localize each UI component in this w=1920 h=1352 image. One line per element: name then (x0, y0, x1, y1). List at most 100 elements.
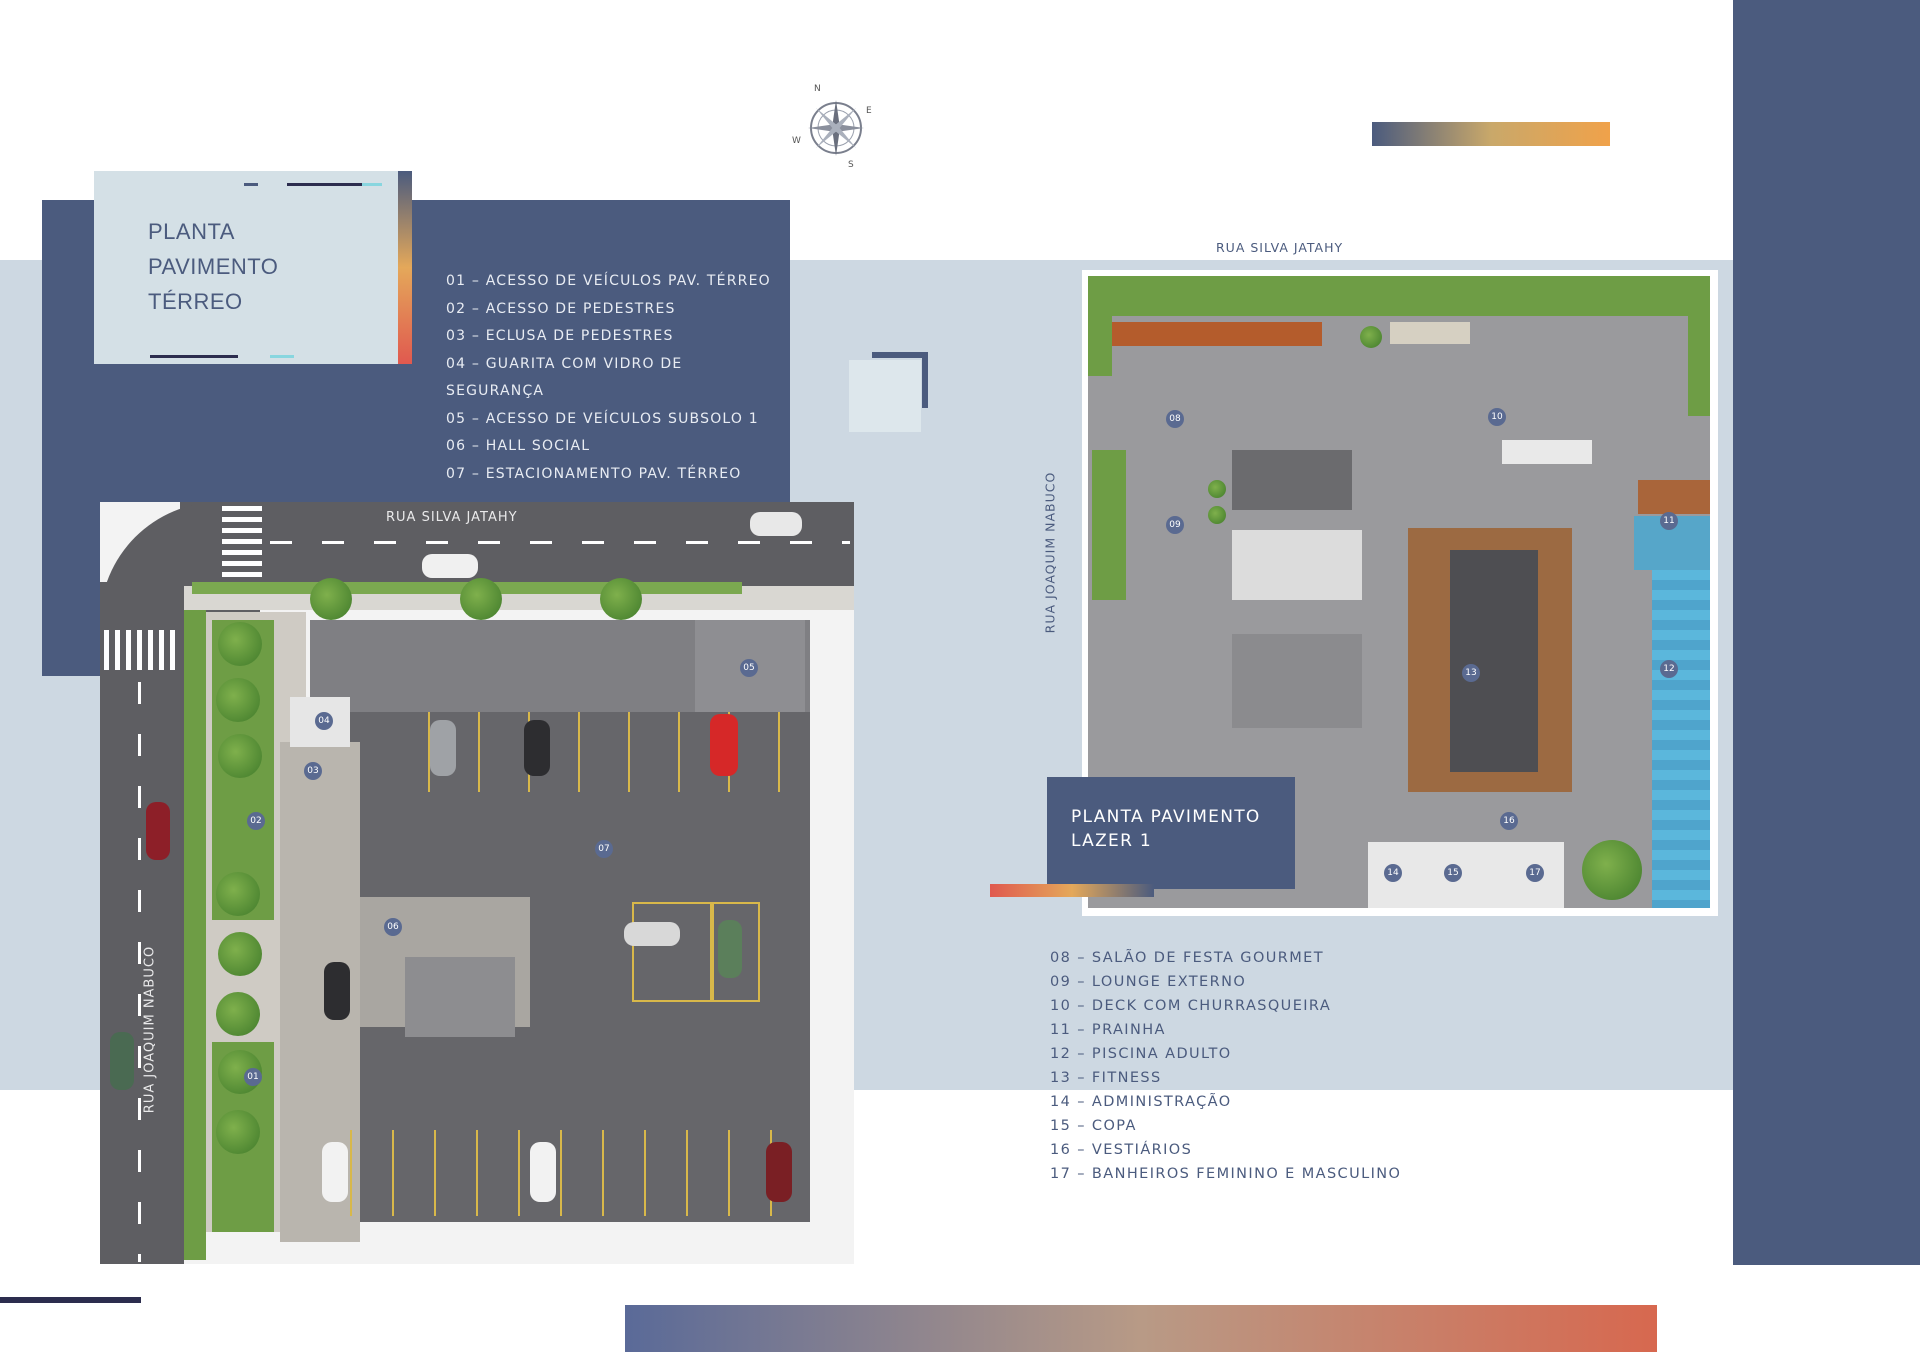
car-icon (524, 720, 550, 776)
area-badge: 09 (1166, 516, 1184, 534)
title-card-line (287, 183, 362, 186)
lazer-title: PLANTA PAVIMENTO LAZER 1 (1071, 807, 1261, 851)
deck-counter (1502, 440, 1592, 464)
area-badge: 16 (1500, 812, 1518, 830)
decorative-square (849, 360, 921, 432)
tree-icon (216, 992, 260, 1036)
legend-item: 12 – PISCINA ADULTO (1050, 1046, 1232, 1062)
elevator-lobby (1232, 530, 1362, 600)
crosswalk-left (104, 630, 180, 670)
car-icon (530, 1142, 556, 1202)
bottom-gradient-bar (625, 1305, 1657, 1352)
fitness-mat (1450, 550, 1538, 772)
tree-icon (216, 678, 260, 722)
parking-stall (712, 902, 760, 1002)
tree-icon (218, 734, 262, 778)
legend-item: 13 – FITNESS (1050, 1070, 1162, 1086)
area-badge: 05 (740, 659, 758, 677)
car-icon (766, 1142, 792, 1202)
pool-deck (1638, 480, 1710, 514)
tree-icon (216, 1110, 260, 1154)
title-card: PLANTA PAVIMENTO TÉRREO (94, 171, 412, 364)
legend-item: 15 – COPA (1050, 1118, 1137, 1134)
area-badge: 12 (1660, 660, 1678, 678)
title-card-line (270, 355, 294, 358)
tree-icon (216, 872, 260, 916)
legend-item: 02 – ACESSO DE PEDESTRES (446, 300, 676, 317)
plant-icon (1360, 326, 1382, 348)
car-icon (422, 554, 478, 578)
car-icon (624, 922, 680, 946)
compass-w: W (792, 136, 801, 146)
legend-item: 14 – ADMINISTRAÇÃO (1050, 1094, 1232, 1110)
car-icon (430, 720, 456, 776)
title-card-line (244, 183, 258, 186)
area-badge: 04 (315, 712, 333, 730)
area-badge: 13 (1462, 664, 1480, 682)
area-badge: 03 (304, 762, 322, 780)
car-icon (322, 1142, 348, 1202)
area-badge: 14 (1384, 864, 1402, 882)
title-card-gradient-stripe (398, 171, 412, 364)
legend-item: 01 – ACESSO DE VEÍCULOS PAV. TÉRREO (446, 273, 771, 289)
area-badge: 10 (1488, 408, 1506, 426)
terreo-street-top-label: RUA SILVA JATAHY (386, 510, 518, 525)
lazer-street-left-label: RUA JOAQUIM NABUCO (1042, 471, 1058, 634)
compass-rose: N E S W (788, 80, 884, 176)
car-icon (710, 714, 738, 776)
palm-tree-icon (460, 578, 502, 620)
pool-adulto (1652, 570, 1710, 908)
garden-strip-left (184, 610, 206, 1260)
garden-strip-left (1088, 276, 1112, 376)
legend-item: 16 – VESTIÁRIOS (1050, 1142, 1193, 1158)
legend-item: 08 – SALÃO DE FESTA GOURMET (1050, 950, 1324, 966)
terreo-floor-plan: RUA SILVA JATAHY RUA JOAQUIM NABUCO 01 0… (100, 502, 854, 1264)
legend-item: 09 – LOUNGE EXTERNO (1050, 974, 1247, 990)
area-badge: 01 (244, 1068, 262, 1086)
gourmet-counter (1112, 322, 1322, 346)
area-badge: 02 (247, 812, 265, 830)
bottom-left-accent-line (0, 1297, 141, 1303)
legend-item: 07 – ESTACIONAMENTO PAV. TÉRREO (446, 465, 742, 482)
parking-stall (632, 902, 712, 1002)
decorative-square-outline (872, 352, 928, 408)
car-icon (146, 802, 170, 860)
area-badge: 08 (1166, 410, 1184, 428)
title-card-line (362, 183, 382, 186)
garden-strip-right (1688, 276, 1710, 416)
legend-terreo: 01 – ACESSO DE VEÍCULOS PAV. TÉRREO 02 –… (446, 268, 786, 488)
top-gradient-bar (1372, 122, 1610, 146)
legend-item: 04 – GUARITA COM VIDRO DE SEGURANÇA (446, 355, 683, 400)
lane-dashes-top (270, 541, 850, 544)
crosswalk-top (222, 506, 262, 582)
car-icon (324, 962, 350, 1020)
palm-tree-icon (600, 578, 642, 620)
plant-icon (1208, 480, 1226, 498)
lazer-title-box: PLANTA PAVIMENTO LAZER 1 (1047, 777, 1295, 889)
tree-icon (218, 622, 262, 666)
car-icon (750, 512, 802, 536)
legend-item: 03 – ECLUSA DE PEDESTRES (446, 328, 674, 344)
legend-item: 10 – DECK COM CHURRASQUEIRA (1050, 998, 1332, 1014)
palm-tree-icon (310, 578, 352, 620)
legend-item: 06 – HALL SOCIAL (446, 438, 591, 454)
area-badge: 11 (1660, 512, 1678, 530)
legend-lazer: 08 – SALÃO DE FESTA GOURMET 09 – LOUNGE … (1050, 946, 1510, 1186)
area-badge: 15 (1444, 864, 1462, 882)
compass-n: N (814, 84, 821, 94)
car-icon (110, 1032, 134, 1090)
tree-icon (218, 932, 262, 976)
terreo-street-left-label: RUA JOAQUIM NABUCO (142, 945, 158, 1114)
stair-core (405, 957, 515, 1037)
kitchen-core (1232, 450, 1352, 510)
stair-core (1232, 634, 1362, 728)
legend-item: 11 – PRAINHA (1050, 1022, 1166, 1038)
area-badge: 06 (384, 918, 402, 936)
lazer-title-gradient-bar (990, 884, 1154, 897)
plant-icon (1208, 506, 1226, 524)
garden-lounge (1092, 450, 1126, 600)
legend-item: 05 – ACESSO DE VEÍCULOS SUBSOLO 1 (446, 410, 759, 427)
lazer-street-top-label: RUA SILVA JATAHY (1216, 240, 1344, 255)
right-navy-column (1733, 0, 1920, 1265)
street-top (180, 502, 854, 586)
